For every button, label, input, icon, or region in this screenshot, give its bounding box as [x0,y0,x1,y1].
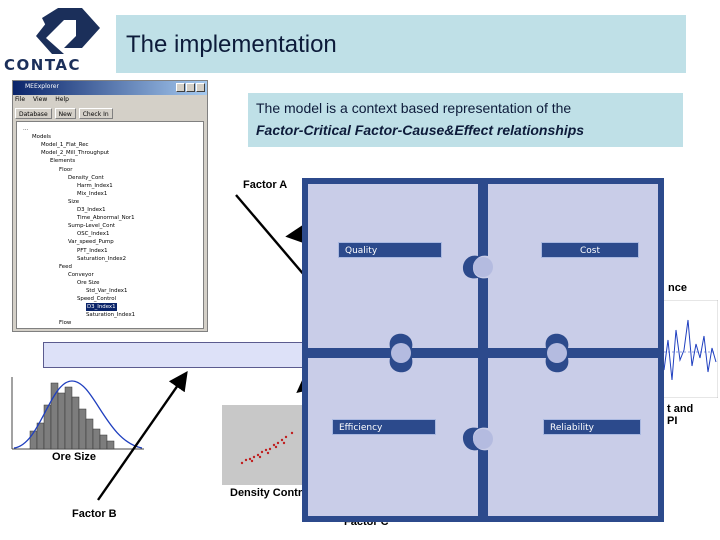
explorer-menu: File View Help [15,96,69,105]
title-bar [116,15,686,73]
right-trend-chart [662,300,718,398]
model-description-line2: Factor-Critical Factor-Cause&Effect rela… [256,122,585,138]
menu-item-file[interactable]: File [15,96,26,103]
tree-node[interactable]: Flow [59,320,72,327]
factor-a-label: Factor A [243,179,288,191]
puzzle-piece-efficiency: Efficiency [332,419,436,435]
puzzle-piece-cost: Cost [541,242,639,258]
window-controls [176,83,205,92]
tree-node[interactable]: D3_Index1 [86,303,117,312]
menu-item-view[interactable]: View [33,96,48,103]
tree-node[interactable]: Std_Var_Index1 [86,288,128,294]
explorer-window-title: MEExplorer [25,83,59,90]
explorer-toolbar: Database New Check In [15,106,113,120]
arrow-factor-b [97,371,188,501]
tree-node[interactable]: OSC_Index1 [77,231,110,238]
density-control-label: Density Control [230,487,312,499]
tree-node[interactable]: Harm_Index1 [77,182,113,189]
tree-node[interactable]: ... [23,126,29,132]
tree-node[interactable]: Conveyor [68,271,94,278]
model-description-line1: The model is a context based representat… [256,100,572,116]
tree-node[interactable]: Size [68,198,80,205]
tree-node[interactable]: Models [32,134,51,141]
database-button[interactable]: Database [15,107,52,119]
check-in-button[interactable]: Check In [78,107,113,119]
factor-b-label: Factor B [72,508,117,520]
tree-node[interactable]: Sump-Level_Cont [68,223,115,230]
model-description-box [248,93,683,147]
tree-node[interactable]: Density_Cont [68,174,104,181]
logo-text: CONTAC [4,56,81,74]
minimize-icon[interactable] [176,83,185,92]
close-icon[interactable] [196,83,205,92]
puzzle-overlay [302,178,664,522]
tree-node[interactable]: PFT_Index1 [77,247,108,254]
slide-title: The implementation [126,31,337,58]
right-label-top: nce [668,282,687,294]
tree-node[interactable]: Saturation_Index2 [77,255,127,262]
tree-node[interactable]: Mix_Index1 [77,190,108,197]
puzzle-piece-reliability: Reliability [543,419,641,435]
right-label-mid1: t and [667,403,694,415]
new-button[interactable]: New [54,107,76,119]
tree-node[interactable]: Floor [59,166,73,173]
density-scatter [222,405,308,485]
tree-node[interactable]: Time_Abnormal_Nor1 [77,215,135,222]
tree-node[interactable]: Saturation_Index1 [86,312,136,319]
tree-node[interactable]: Model_2_Mill_Throughput [41,150,110,157]
contac-logo-icon [36,8,100,54]
puzzle-piece-quality: Quality [338,242,442,258]
ore-size-label: Ore Size [52,451,97,463]
tree-node[interactable]: Elements [50,158,76,165]
tree-node[interactable]: Ore Size [77,279,100,286]
tree-node[interactable]: Feed [59,263,72,270]
tree-node[interactable]: Var_speed_Pump [68,239,114,246]
maximize-icon[interactable] [186,83,195,92]
ore-size-histogram [11,377,144,450]
tree-node[interactable]: D3_Index1 [77,207,106,213]
tree-node[interactable]: Model_1_Flat_Rec [41,142,89,149]
right-label-mid2: PI [667,415,678,427]
menu-item-help[interactable]: Help [55,96,69,103]
explorer-window: MEExplorer File View Help Database New C… [12,80,208,332]
explorer-titlebar [13,81,207,95]
tree-node[interactable]: Speed_Control [77,296,117,303]
